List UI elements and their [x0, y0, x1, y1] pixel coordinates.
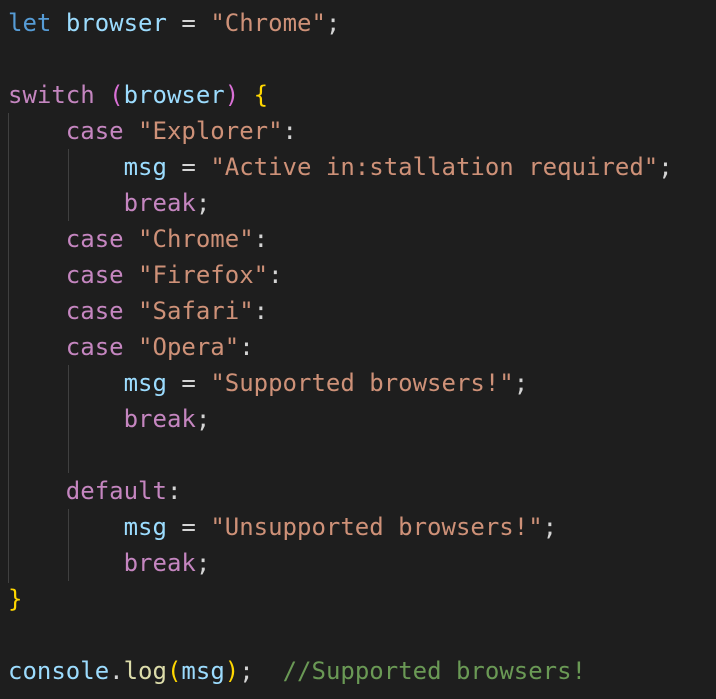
code-token-punct: ;	[542, 513, 558, 541]
code-token-punct	[8, 513, 124, 541]
code-token-variable: msg	[123, 369, 167, 397]
code-token-punct: :	[166, 477, 182, 505]
code-token-string: "Explorer"	[138, 117, 283, 145]
code-line[interactable]: case "Opera":	[8, 329, 673, 365]
code-token-punct: ;	[195, 189, 211, 217]
code-token-punct	[8, 333, 66, 361]
code-token-punct: =	[166, 369, 211, 397]
code-token-string: "Active in:stallation required"	[210, 153, 659, 181]
code-token-punct	[8, 225, 66, 253]
code-token-punct	[239, 81, 253, 109]
code-token-bracket1: {	[253, 81, 269, 109]
code-line[interactable]: msg = "Unsupported browsers!";	[8, 509, 673, 545]
code-token-variable: browser	[65, 9, 167, 37]
code-token-punct	[124, 225, 138, 253]
code-token-punct	[124, 297, 138, 325]
code-token-string: "Firefox"	[138, 261, 269, 289]
code-line[interactable]: console.log(msg); //Supported browsers!	[8, 653, 673, 689]
code-line[interactable]: msg = "Supported browsers!";	[8, 365, 673, 401]
code-line[interactable]: case "Explorer":	[8, 113, 673, 149]
code-line[interactable]: case "Firefox":	[8, 257, 673, 293]
code-token-punct: =	[166, 153, 211, 181]
code-line[interactable]	[8, 437, 673, 473]
code-token-control: break	[123, 405, 196, 433]
code-token-string: "Opera"	[138, 333, 240, 361]
code-token-variable: msg	[181, 657, 225, 685]
code-token-control: break	[123, 549, 196, 577]
code-line[interactable]	[8, 617, 673, 653]
code-token-control: case	[65, 225, 124, 253]
code-line[interactable]: switch (browser) {	[8, 77, 673, 113]
code-line[interactable]: break;	[8, 401, 673, 437]
code-token-keyword: let	[8, 9, 52, 37]
indent-guide	[68, 509, 69, 581]
code-token-string: "Chrome"	[210, 9, 326, 37]
code-token-bracket2: )	[224, 81, 240, 109]
code-token-comment: //Supported browsers!	[282, 657, 587, 685]
code-token-punct: =	[166, 9, 211, 37]
code-token-punct	[8, 297, 66, 325]
code-token-punct	[8, 549, 124, 577]
code-token-bracket1: )	[224, 657, 240, 685]
code-token-punct	[8, 189, 124, 217]
code-token-punct	[8, 369, 124, 397]
code-token-control: case	[65, 117, 124, 145]
code-line[interactable]	[8, 41, 673, 77]
code-token-punct: :	[239, 333, 254, 361]
code-token-punct	[8, 117, 66, 145]
code-token-punct: ;	[513, 369, 529, 397]
code-token-punct: ;	[325, 9, 341, 37]
code-token-punct	[124, 333, 138, 361]
code-token-punct	[124, 117, 138, 145]
code-token-string: "Chrome"	[138, 225, 254, 253]
indent-guide	[68, 149, 69, 221]
code-token-string: "Supported browsers!"	[210, 369, 514, 397]
code-line[interactable]: let browser = "Chrome";	[8, 5, 673, 41]
code-token-variable: msg	[123, 153, 167, 181]
code-area[interactable]: let browser = "Chrome"; switch (browser) …	[8, 5, 673, 689]
code-token-variable: console	[8, 657, 110, 685]
code-token-control: switch	[8, 81, 95, 109]
code-line[interactable]: }	[8, 581, 673, 617]
code-token-control: case	[65, 333, 124, 361]
code-token-variable: browser	[123, 81, 225, 109]
code-token-punct	[51, 9, 65, 37]
code-token-variable: msg	[123, 513, 167, 541]
code-line[interactable]: break;	[8, 545, 673, 581]
code-token-function: log	[123, 657, 167, 685]
code-token-punct: ;	[195, 405, 211, 433]
code-token-punct: :	[253, 297, 269, 325]
code-token-punct: ;	[239, 657, 283, 685]
code-token-punct: :	[268, 261, 283, 289]
code-token-control: case	[65, 261, 124, 289]
code-token-punct	[8, 261, 66, 289]
code-token-punct: ;	[658, 153, 673, 181]
code-token-bracket2: (	[109, 81, 124, 109]
code-line[interactable]: break;	[8, 185, 673, 221]
code-token-control: case	[65, 297, 124, 325]
code-token-punct: :	[253, 225, 269, 253]
code-token-bracket1: }	[8, 585, 23, 613]
code-token-punct	[124, 261, 138, 289]
code-token-punct: ;	[195, 549, 211, 577]
code-line[interactable]: default:	[8, 473, 673, 509]
code-token-control: default	[65, 477, 167, 505]
code-line[interactable]: case "Chrome":	[8, 221, 673, 257]
code-token-control: break	[123, 189, 196, 217]
code-line[interactable]: case "Safari":	[8, 293, 673, 329]
code-token-punct	[8, 405, 124, 433]
code-token-punct	[95, 81, 109, 109]
code-token-punct	[8, 153, 124, 181]
code-token-punct: =	[166, 513, 211, 541]
indent-guide	[8, 113, 9, 583]
code-token-punct: .	[109, 657, 124, 685]
code-token-punct: :	[282, 117, 297, 145]
code-token-string: "Unsupported browsers!"	[210, 513, 543, 541]
indent-guide	[68, 365, 69, 473]
code-token-punct	[8, 477, 66, 505]
code-token-string: "Safari"	[138, 297, 254, 325]
code-line[interactable]: msg = "Active in:stallation required";	[8, 149, 673, 185]
code-token-bracket1: (	[166, 657, 182, 685]
